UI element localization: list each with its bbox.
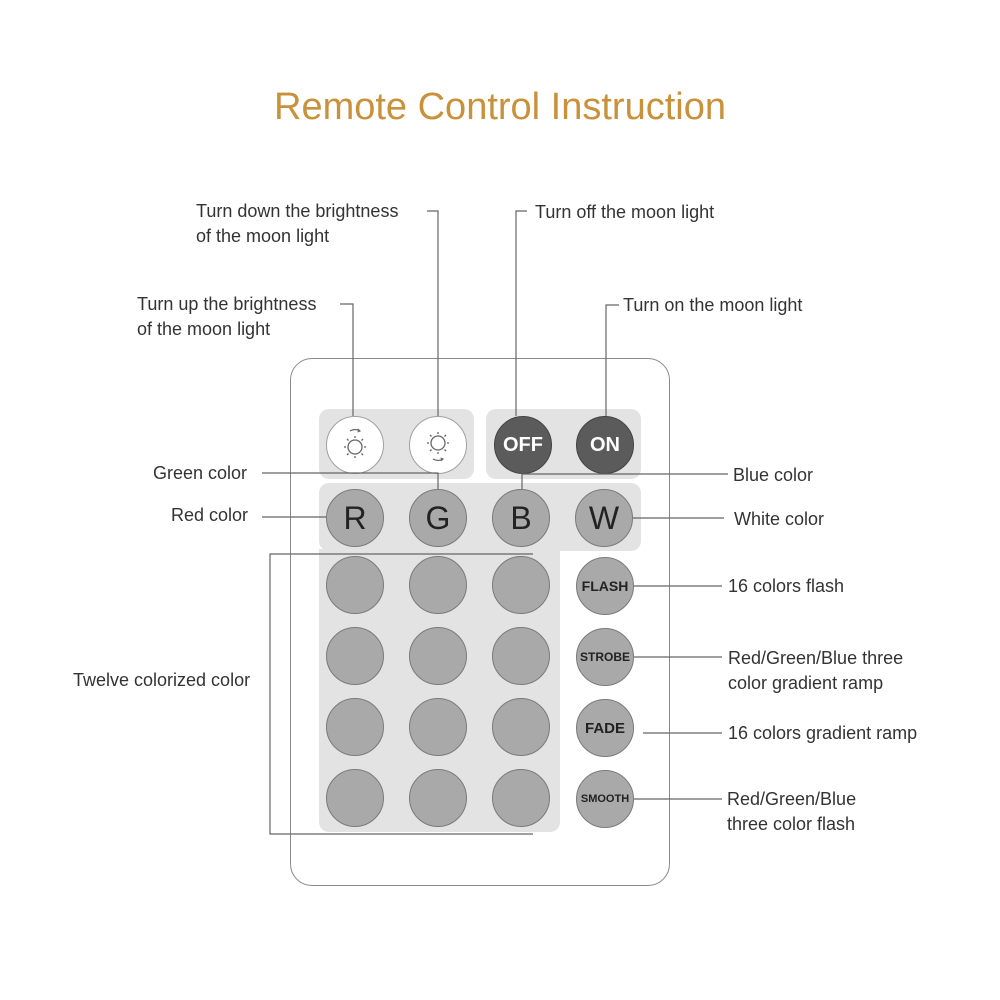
label-brightness-up: Turn up the brightness of the moon light: [137, 292, 316, 342]
label-brightness-up-line-2: of the moon light: [137, 319, 271, 339]
green-button[interactable]: G: [409, 489, 467, 547]
leader-twelve-colors: [269, 553, 533, 835]
label-strobe: Red/Green/Blue three color gradient ramp: [728, 646, 903, 696]
color-button-10[interactable]: [326, 769, 384, 827]
color-button-5[interactable]: [409, 627, 467, 685]
sun-up-icon: [344, 428, 366, 458]
color-button-7[interactable]: [326, 698, 384, 756]
color-button-12[interactable]: [492, 769, 550, 827]
leader-green: [262, 472, 439, 489]
label-flash: 16 colors flash: [728, 576, 845, 596]
label-blue: Blue color: [733, 465, 814, 485]
label-smooth-line-2: three color flash: [727, 814, 856, 834]
label-smooth: Red/Green/Blue three color flash: [727, 787, 856, 837]
smooth-button[interactable]: SMOOTH: [576, 770, 634, 828]
color-button-6[interactable]: [492, 627, 550, 685]
label-brightness-down-line-1: Turn down the brightness: [196, 201, 399, 221]
color-button-1[interactable]: [326, 556, 384, 614]
label-brightness-down-line-2: of the moon light: [196, 226, 330, 246]
color-button-8[interactable]: [409, 698, 467, 756]
label-smooth-line-1: Red/Green/Blue: [727, 789, 857, 809]
color-button-2[interactable]: [409, 556, 467, 614]
label-turn-off: Turn off the moon light: [535, 202, 715, 222]
label-fade: 16 colors gradient ramp: [728, 723, 918, 743]
page-title: Remote Control Instruction: [274, 86, 726, 128]
label-strobe-line-2: color gradient ramp: [728, 673, 884, 693]
red-button[interactable]: R: [326, 489, 384, 547]
label-green: Green color: [153, 463, 248, 483]
color-button-3[interactable]: [492, 556, 550, 614]
leader-blue: [521, 473, 728, 489]
label-brightness-down: Turn down the brightness of the moon lig…: [196, 199, 398, 249]
blue-button[interactable]: B: [492, 489, 550, 547]
white-button[interactable]: W: [575, 489, 633, 547]
brightness-down-button[interactable]: [409, 416, 467, 474]
color-button-9[interactable]: [492, 698, 550, 756]
label-white: White color: [734, 509, 825, 529]
leader-turn-on: [605, 304, 619, 416]
leader-brightness-down: [427, 210, 439, 416]
leader-brightness-up: [340, 303, 354, 416]
color-button-4[interactable]: [326, 627, 384, 685]
label-brightness-up-line-1: Turn up the brightness: [137, 294, 317, 314]
label-twelve-colors: Twelve colorized color: [73, 670, 251, 690]
brightness-up-button[interactable]: [326, 416, 384, 474]
label-strobe-line-1: Red/Green/Blue three: [728, 648, 904, 668]
fade-button[interactable]: FADE: [576, 699, 634, 757]
off-button[interactable]: OFF: [494, 416, 552, 474]
color-button-11[interactable]: [409, 769, 467, 827]
leader-turn-off: [515, 210, 527, 416]
label-red: Red color: [171, 505, 249, 525]
strobe-button[interactable]: STROBE: [576, 628, 634, 686]
flash-button[interactable]: FLASH: [576, 557, 634, 615]
sun-down-icon: [427, 432, 449, 462]
label-turn-on: Turn on the moon light: [623, 295, 803, 315]
